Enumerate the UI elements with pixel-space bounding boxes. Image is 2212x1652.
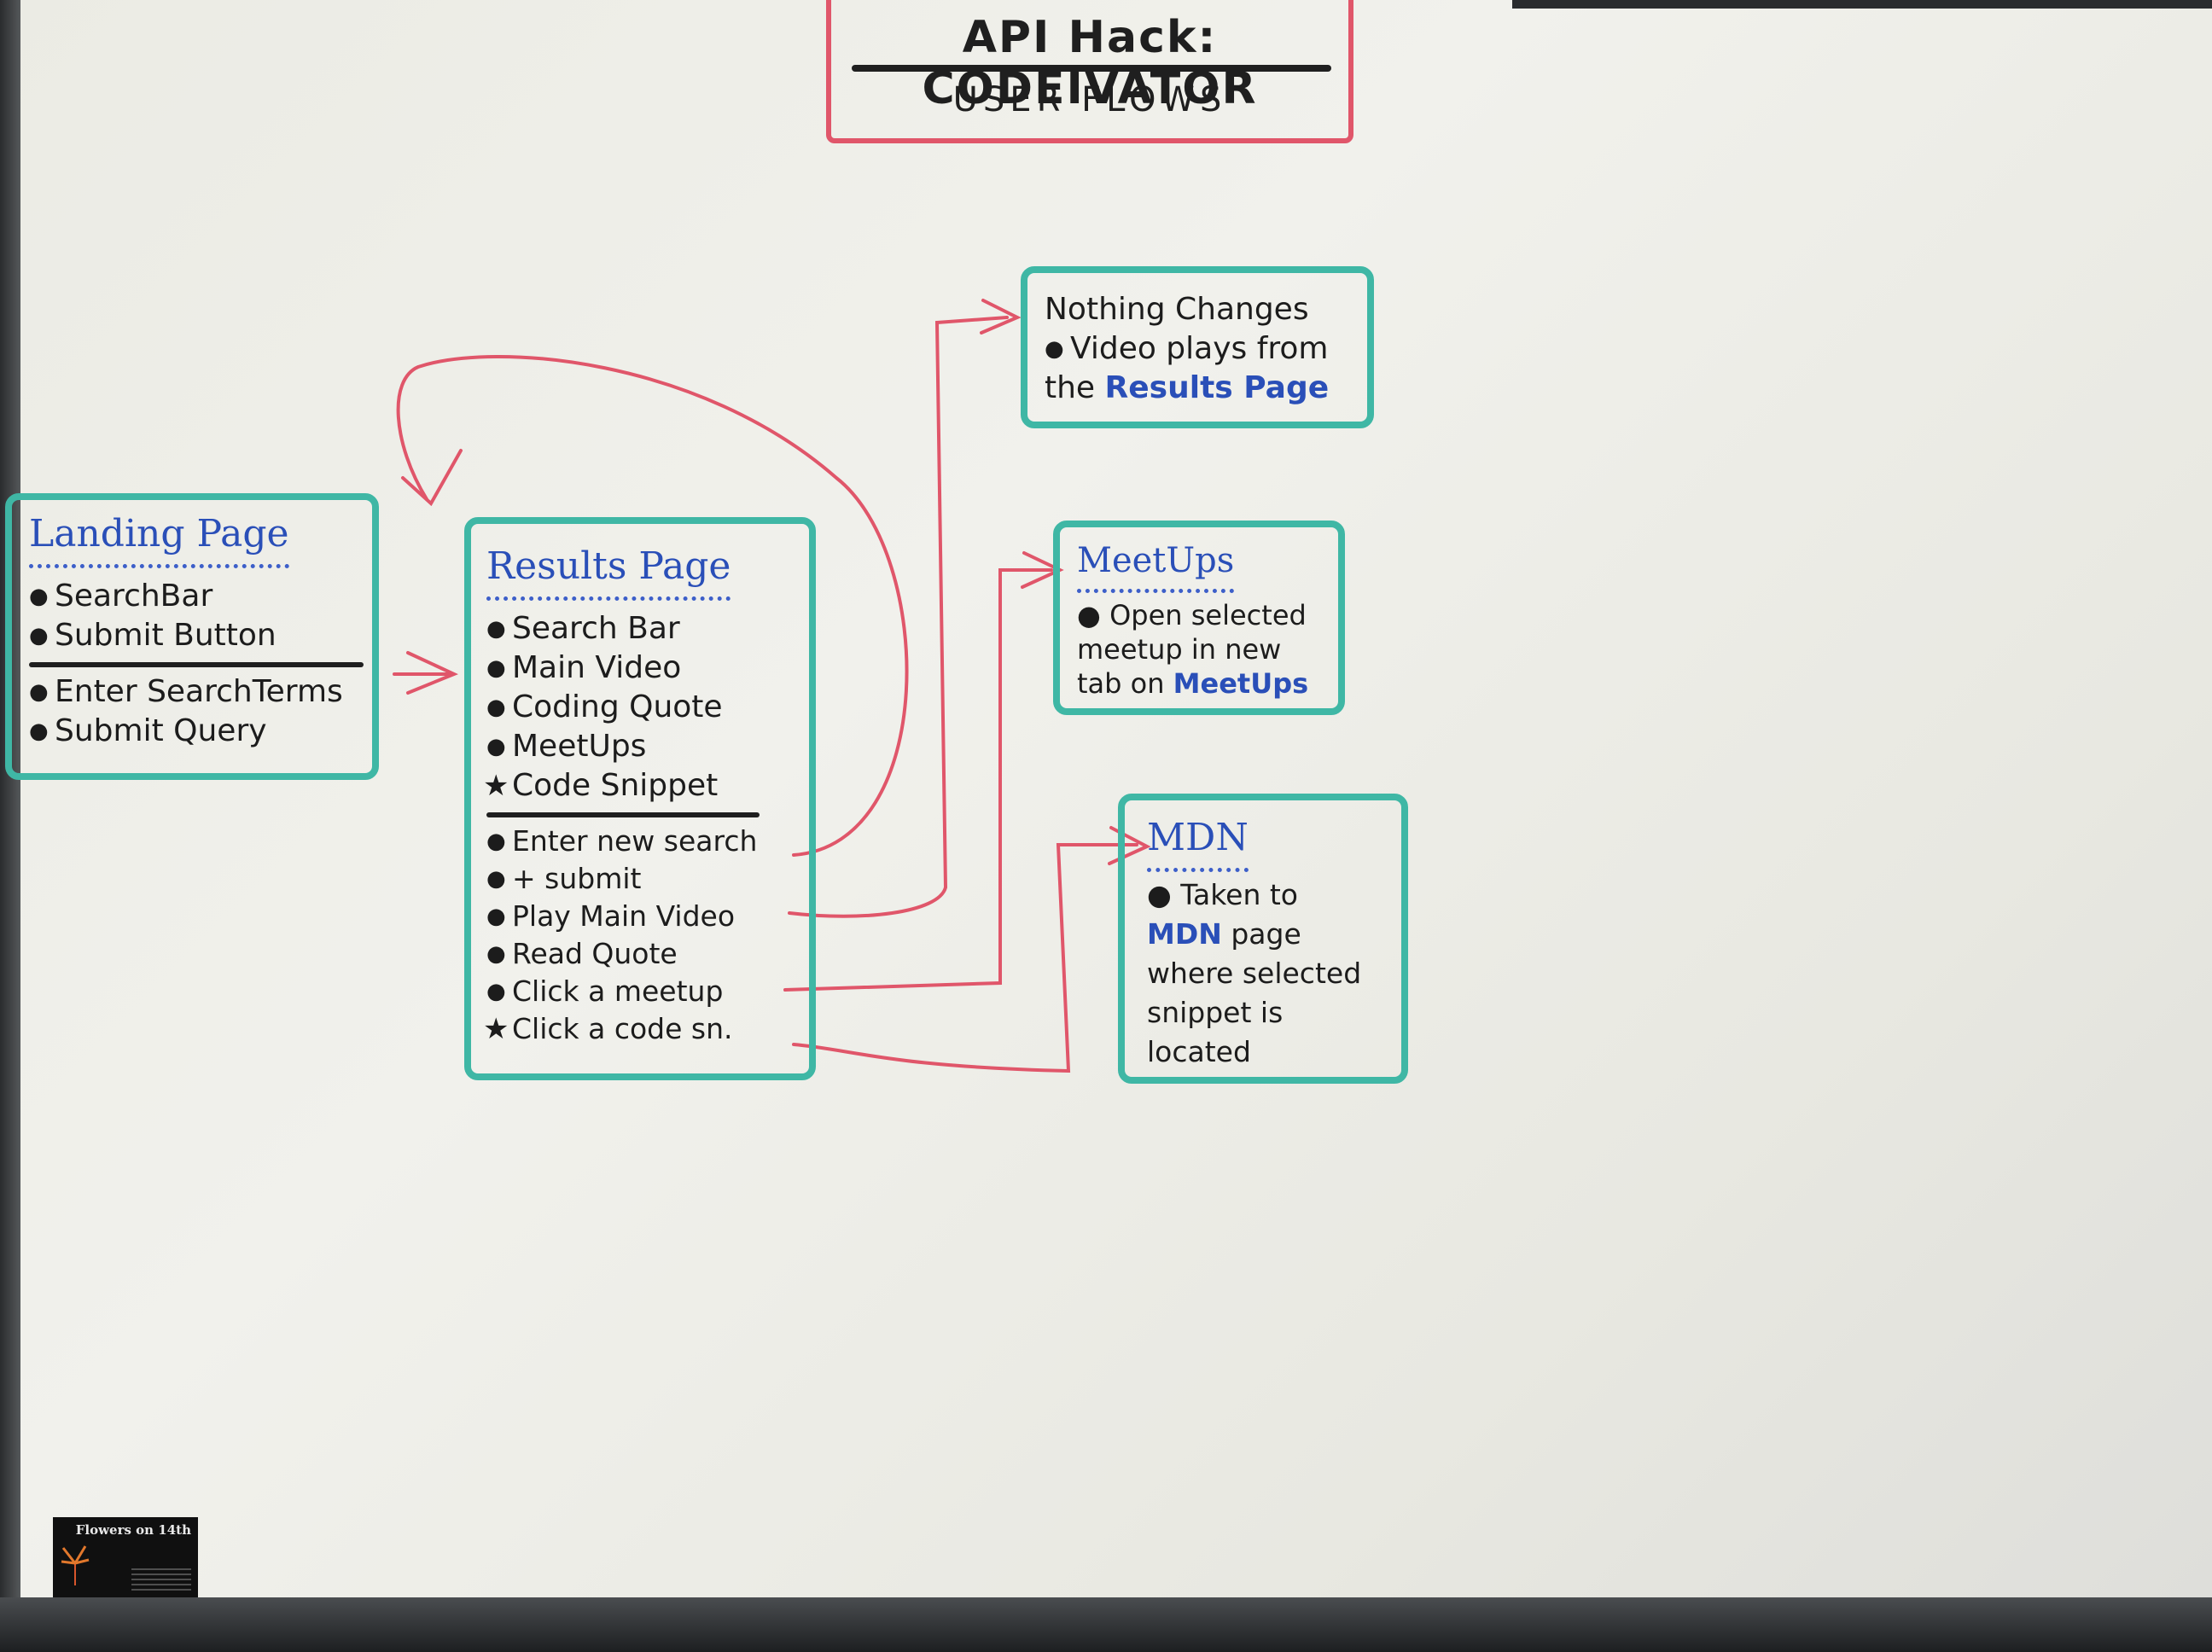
landing-page-components: SearchBar Submit Button	[29, 577, 364, 655]
list-item: Video plays from	[1045, 329, 1359, 369]
whiteboard-tray	[0, 1597, 2212, 1652]
nothing-changes-heading: Nothing Changes	[1045, 292, 1309, 327]
list-item: Enter SearchTerms	[29, 672, 364, 712]
title-box: API Hack: CODEIVATOR USER FLOWS	[826, 0, 1353, 143]
list-item: Click a meetup	[486, 973, 800, 1010]
list-item: Enter new search	[486, 823, 800, 860]
landing-page-title: Landing Page	[29, 512, 289, 568]
landing-page-box: Landing Page SearchBar Submit Button Ent…	[5, 493, 379, 780]
list-item: Search Bar	[486, 609, 800, 649]
list-item: Submit Button	[29, 616, 364, 655]
title-underline	[852, 65, 1331, 72]
list-item: Submit Query	[29, 712, 364, 751]
list-item: Read Quote	[486, 935, 800, 973]
arrow-meetup-to-meetups	[783, 568, 1053, 992]
nothing-changes-line: the Results Page	[1045, 370, 1330, 405]
results-page-components: Search Bar Main Video Coding Quote MeetU…	[483, 609, 800, 806]
results-page-box: Results Page Search Bar Main Video Codin…	[464, 517, 816, 1080]
diagram-subtitle: USER FLOWS	[952, 80, 1227, 119]
results-page-title: Results Page	[486, 544, 731, 601]
mdn-description: ● Taken to MDN page where selected snipp…	[1147, 875, 1393, 1072]
meetups-title: MeetUps	[1077, 541, 1235, 593]
list-item: SearchBar	[29, 577, 364, 616]
business-card-fine-print	[131, 1568, 191, 1591]
section-divider	[486, 812, 760, 817]
text-line: where selected	[1147, 957, 1362, 990]
diagram-title: API Hack: CODEIVATOR	[922, 12, 1258, 114]
whiteboard-frame-top	[1512, 0, 2212, 9]
list-item: Coding Quote	[486, 688, 800, 727]
arrow-loop-new-search	[396, 354, 909, 857]
business-card-name: Flowers on 14th	[75, 1522, 191, 1538]
text-line: located	[1147, 1035, 1251, 1068]
whiteboard-frame-left	[0, 0, 20, 1652]
text-line: tab on MeetUps	[1077, 667, 1309, 700]
text-line: ● Taken to	[1147, 878, 1298, 911]
text-line: ● Open selected	[1077, 599, 1307, 631]
arrow-snippet-to-mdn	[792, 843, 1138, 1073]
mdn-title: MDN	[1147, 816, 1249, 872]
results-page-actions: Enter new search + submit Play Main Vide…	[483, 823, 800, 1048]
list-item: Play Main Video	[486, 898, 800, 935]
list-item-continued: + submit	[486, 860, 800, 898]
list-item: Main Video	[486, 649, 800, 688]
list-item: MeetUps	[486, 727, 800, 766]
text-line: snippet is	[1147, 996, 1284, 1029]
meetups-link: MeetUps	[1173, 667, 1309, 700]
mdn-link: MDN	[1147, 917, 1222, 951]
text-line: meetup in new	[1077, 633, 1282, 666]
nothing-changes-list: Video plays from	[1045, 329, 1359, 369]
text-line: MDN page	[1147, 917, 1301, 951]
section-divider	[29, 662, 364, 667]
results-page-link: Results Page	[1104, 370, 1330, 405]
nothing-changes-box: Nothing Changes Video plays from the Res…	[1021, 266, 1374, 428]
landing-page-actions: Enter SearchTerms Submit Query	[29, 672, 364, 751]
meetups-box: MeetUps ● Open selected meetup in new ta…	[1053, 521, 1345, 715]
list-item-starred: Code Snippet	[483, 766, 800, 806]
list-item-starred: Click a code sn.	[483, 1010, 800, 1048]
meetups-description: ● Open selected meetup in new tab on Mee…	[1077, 598, 1330, 701]
mdn-box: MDN ● Taken to MDN page where selected s…	[1118, 794, 1408, 1084]
business-card: Flowers on 14th	[53, 1517, 198, 1597]
flower-logo-icon	[61, 1545, 90, 1585]
arrow-video-to-nothing-changes	[788, 316, 1009, 918]
